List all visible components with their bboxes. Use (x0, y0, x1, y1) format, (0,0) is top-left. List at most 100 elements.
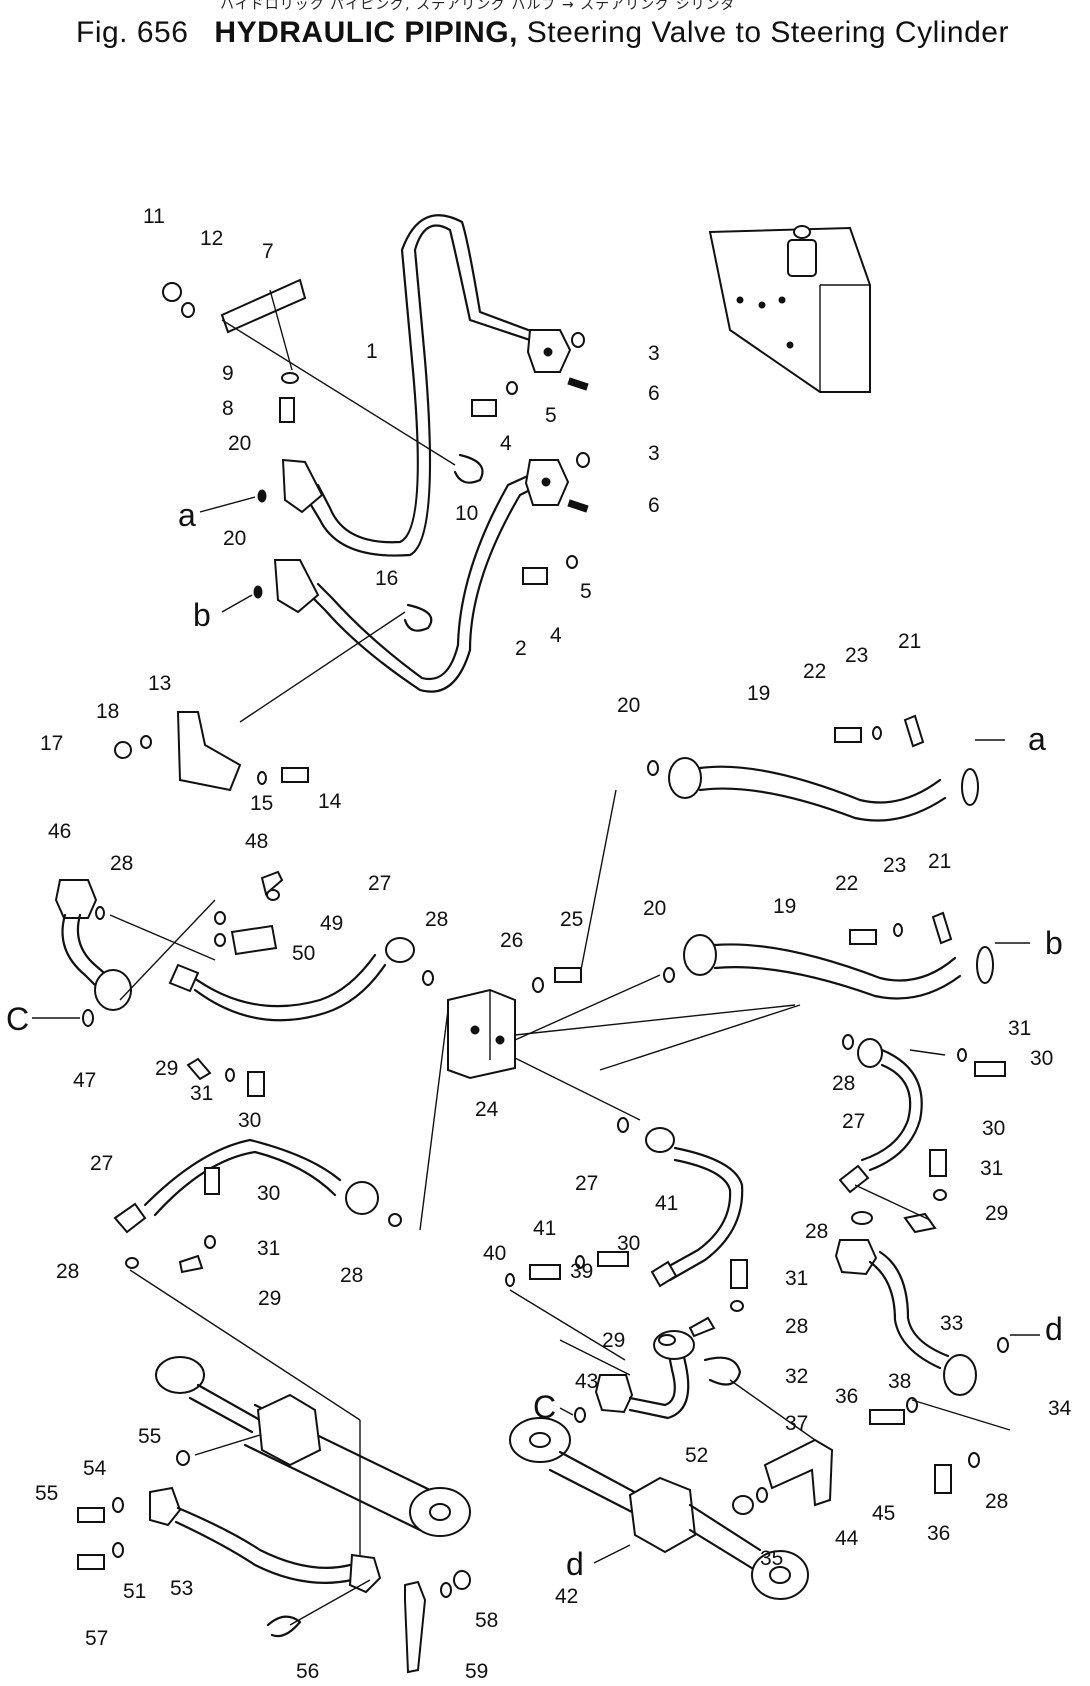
callout: 41 (655, 1192, 678, 1215)
callout: 58 (475, 1609, 498, 1632)
pipe-32 (834, 1239, 1011, 1494)
callout: 35 (760, 1547, 783, 1570)
callout: 28 (425, 908, 448, 931)
callout: 38 (888, 1370, 911, 1393)
callout: 33 (940, 1312, 963, 1335)
callout: 55 (138, 1425, 161, 1448)
callout: 29 (155, 1057, 178, 1080)
callout: 49 (320, 912, 343, 935)
connection-letter: d (566, 1546, 584, 1582)
callout: 27 (368, 872, 391, 895)
hardware-left (82, 870, 284, 1097)
callout: 10 (455, 502, 478, 525)
callout: 16 (375, 567, 398, 590)
callout: 54 (83, 1457, 107, 1480)
callout: 46 (48, 820, 71, 843)
hose-27-right (838, 1034, 1006, 1234)
bracket-56 (404, 1570, 471, 1674)
flange-lower (524, 459, 570, 506)
connection-letter: C (6, 1001, 29, 1037)
callout: 43 (575, 1370, 598, 1393)
callout: 52 (685, 1444, 708, 1467)
block-24 (419, 789, 801, 1231)
callout: 41 (533, 1217, 556, 1240)
callout: 4 (550, 624, 562, 647)
connection-letter: a (178, 497, 196, 533)
callout: 12 (200, 227, 223, 250)
callout: 48 (245, 830, 268, 853)
hose-27-middle (617, 1117, 744, 1288)
pipe-37 (505, 1251, 816, 1441)
callout: 31 (980, 1157, 1003, 1180)
bracket-13 (176, 711, 242, 792)
pipe-51 (77, 1486, 382, 1638)
callout: 9 (222, 362, 234, 385)
callout: 18 (96, 700, 119, 723)
steering-valve-block (708, 225, 871, 393)
connection-letters: a b a b C d C d (6, 497, 1063, 1582)
callout: 28 (805, 1220, 828, 1243)
callout: 47 (73, 1069, 96, 1092)
callout: 31 (257, 1237, 280, 1260)
callout: 55 (35, 1482, 58, 1505)
callout: 28 (985, 1490, 1008, 1513)
callout: 22 (803, 660, 826, 683)
callout: 26 (500, 929, 523, 952)
callout: 19 (747, 682, 770, 705)
japanese-caption: ハイドロリック パイピング, ステアリング バルブ → ステアリング シリンダ (220, 0, 736, 13)
callout: 30 (1030, 1047, 1053, 1070)
callout: 6 (648, 382, 660, 405)
callout: 5 (580, 580, 592, 603)
callout: 28 (110, 852, 133, 875)
pipe-2 (308, 473, 542, 693)
callout: 25 (560, 908, 583, 931)
pipe-46 (54, 879, 132, 1011)
callout: 39 (570, 1260, 593, 1283)
pipe-1 (303, 214, 557, 557)
callout: 28 (340, 1264, 363, 1287)
flange-pipe2-end (273, 559, 320, 614)
callout: 5 (545, 404, 557, 427)
callout: 28 (832, 1072, 855, 1095)
connection-letter: C (533, 1389, 556, 1425)
callout: 30 (257, 1182, 280, 1205)
callout: 32 (785, 1365, 808, 1388)
callout: 29 (985, 1202, 1008, 1225)
flange-pipe1-end (281, 458, 324, 514)
callout: 27 (90, 1152, 113, 1175)
callout: 8 (222, 397, 234, 420)
callout: 3 (648, 342, 660, 365)
callout: 40 (483, 1242, 506, 1265)
callout: 37 (785, 1412, 808, 1435)
callout: 21 (898, 630, 921, 653)
callout-numbers: 11 12 7 1 9 8 3 6 5 4 3 20 10 6 20 16 5 … (35, 205, 1072, 1683)
callout: 20 (643, 897, 666, 920)
callout: 27 (575, 1172, 598, 1195)
callout: 7 (262, 240, 274, 263)
callout: 23 (845, 644, 868, 667)
callout: 31 (1008, 1017, 1031, 1040)
callout: 53 (170, 1577, 193, 1600)
callout: 44 (835, 1527, 859, 1550)
bracket-42 (732, 1438, 834, 1515)
callout: 6 (648, 494, 660, 517)
callout: 34 (1048, 1397, 1072, 1420)
callout: 15 (250, 792, 273, 815)
hose-27-left (168, 937, 415, 1022)
callout: 24 (475, 1098, 499, 1121)
connection-letter: b (193, 597, 211, 633)
callout: 36 (927, 1522, 950, 1545)
hardware-top (114, 282, 590, 785)
callout: 4 (500, 432, 512, 455)
callout: 20 (617, 694, 640, 717)
callout: 42 (555, 1585, 578, 1608)
callout: 17 (40, 732, 63, 755)
title-rest: Steering Valve to Steering Cylinder (526, 16, 1009, 49)
callout: 22 (835, 872, 858, 895)
connection-letter: d (1045, 1311, 1063, 1347)
hose-19-lower (683, 934, 994, 1000)
callout: 11 (143, 205, 165, 228)
hose-27-lower-left (113, 1138, 402, 1421)
